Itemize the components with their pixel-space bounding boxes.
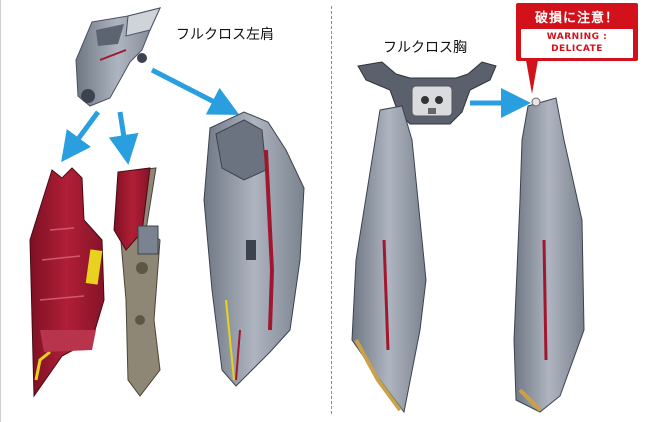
arrow-to-red-plate (61, 110, 101, 163)
chest-piece (357, 61, 497, 125)
shoulder-caption: フルクロス左肩 (176, 27, 274, 43)
chest-caption: フルクロス胸 (383, 40, 467, 56)
direction-arrows (61, 67, 531, 165)
inner-frame (113, 167, 161, 397)
warning-title: 破損に注意！ (534, 11, 619, 26)
red-armor-plate (29, 167, 105, 398)
warning-line-1: WARNING : (546, 32, 608, 42)
warning-callout: 破損に注意！ WARNING : DELICATE (516, 3, 638, 61)
warning-inner-box: WARNING : DELICATE (521, 29, 633, 58)
warning-pointer (526, 60, 538, 94)
chest-cloak-right (513, 97, 585, 413)
panel-edge (0, 0, 1, 422)
arrow-to-shield (150, 67, 240, 115)
shoulder-shield (203, 111, 305, 387)
arrow-to-frame (108, 111, 139, 165)
warning-line-2: DELICATE (551, 44, 603, 54)
section-divider (331, 6, 332, 414)
shoulder-assembly (75, 7, 161, 107)
chest-cloak-left (351, 105, 427, 414)
